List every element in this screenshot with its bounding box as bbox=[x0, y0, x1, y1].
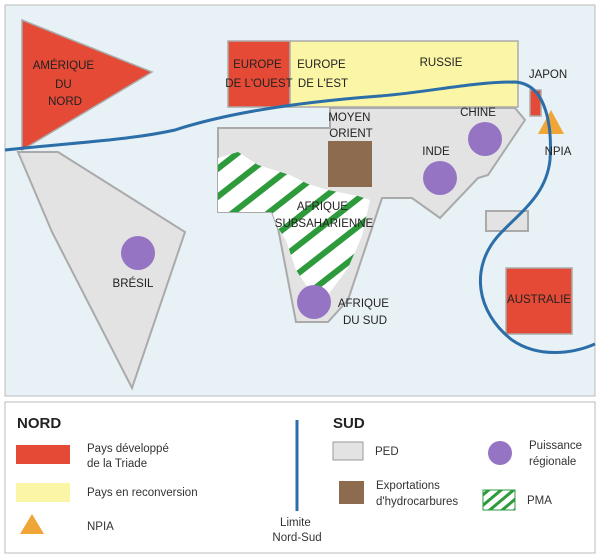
label-middle-east: MOYEN ORIENT bbox=[328, 112, 373, 140]
legend-npia-label: NPIA bbox=[87, 521, 114, 533]
legend-pma-swatch bbox=[482, 489, 516, 511]
label-subsaharan-africa: AFRIQUE SUBSAHARIENNE bbox=[275, 201, 374, 230]
legend-reconversion-label: Pays en reconversion bbox=[87, 487, 198, 499]
legend-line-label: Limite Nord-Sud bbox=[272, 517, 321, 544]
legend-ped-swatch bbox=[332, 441, 364, 461]
label-western-europe: EUROPE DE L'OUEST bbox=[225, 59, 292, 90]
legend-regional-power-icon bbox=[488, 441, 512, 465]
legend-regional-power-label: Puissance régionale bbox=[529, 440, 585, 468]
legend-triad-swatch bbox=[16, 445, 70, 464]
label-brazil: BRÉSIL bbox=[113, 277, 155, 290]
region-north-america bbox=[21, 18, 154, 152]
label-north-america: AMÉRIQUE DU NORD bbox=[33, 59, 98, 108]
legend-hydrocarbons-label: Exportations d'hydrocarbures bbox=[376, 480, 458, 508]
label-russia: RUSSIE bbox=[420, 57, 463, 69]
region-western-europe bbox=[227, 40, 291, 108]
legend-pma-label: PMA bbox=[527, 495, 552, 507]
region-middle-east-hydrocarbons bbox=[328, 141, 372, 187]
label-japan: JAPON bbox=[529, 69, 567, 81]
legend-triad-label: Pays développé de la Triade bbox=[87, 443, 172, 470]
north-south-line bbox=[4, 80, 596, 354]
label-npia: NPIA bbox=[545, 146, 572, 158]
region-australia bbox=[505, 267, 573, 335]
label-china: CHINE bbox=[460, 107, 496, 119]
regional-power-india bbox=[423, 161, 457, 195]
region-eastern-europe-russia bbox=[289, 40, 519, 108]
legend-npia-triangle-icon bbox=[20, 514, 44, 534]
label-eastern-europe: EUROPE DE L'EST bbox=[297, 59, 349, 90]
legend-box bbox=[4, 401, 596, 554]
region-pma-africa bbox=[218, 152, 370, 295]
label-south-africa: AFRIQUE DU SUD bbox=[338, 298, 392, 327]
npia-triangle-icon bbox=[538, 110, 564, 134]
regional-power-china bbox=[468, 122, 502, 156]
legend-reconversion-swatch bbox=[16, 483, 70, 502]
label-india: INDE bbox=[422, 146, 450, 158]
regional-power-brazil bbox=[121, 236, 155, 270]
legend-sud-title: SUD bbox=[333, 415, 365, 432]
legend-nord-title: NORD bbox=[17, 415, 61, 432]
label-australia: AUSTRALIE bbox=[507, 294, 571, 306]
legend-hydrocarbons-swatch bbox=[339, 481, 364, 504]
regional-power-south-africa bbox=[297, 285, 331, 319]
region-south-america bbox=[16, 151, 187, 391]
legend-ped-label: PED bbox=[375, 446, 399, 458]
